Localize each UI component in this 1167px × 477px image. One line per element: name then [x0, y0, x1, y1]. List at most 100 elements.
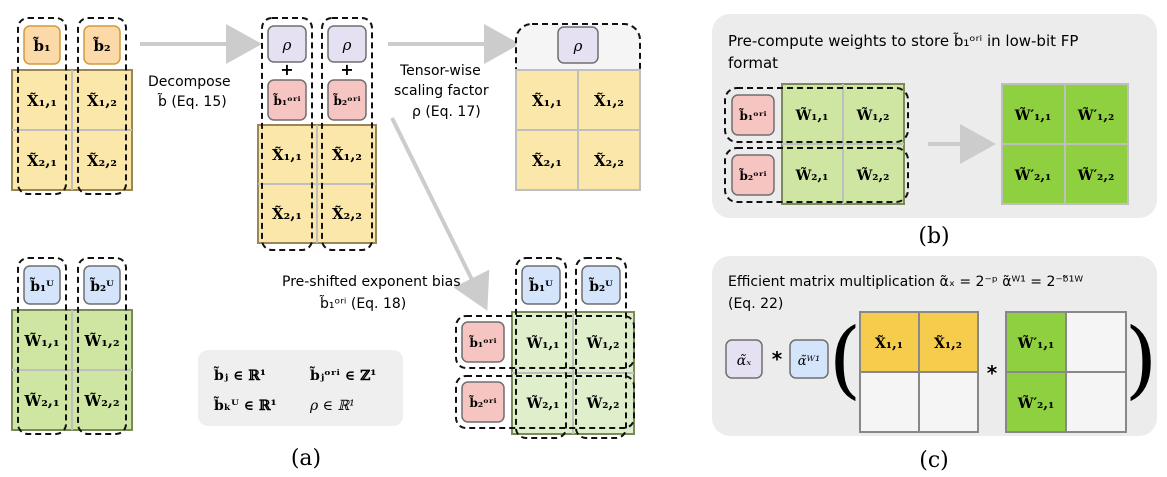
dashed-column-group [17, 17, 67, 195]
alpha-x-label: α̃ₓ [737, 353, 751, 369]
b2-token [83, 25, 121, 65]
tensorwise-text: Tensor-wise [399, 63, 481, 79]
x-matrix-middle: ρ ρ + + b̃₁ᵒʳⁱ b̃₂ᵒʳⁱ X̃₁,₁ X̃₁,₂ X̃₂,₁ … [257, 17, 377, 251]
bw2-label: b̃₂ᵂ [589, 275, 613, 295]
bori1-label: b̃₁ᵒʳⁱ [272, 92, 300, 108]
x12-label: X̃₁,₂ [332, 146, 362, 164]
rho-label: ρ [282, 36, 292, 54]
legend-row1-col1: b̃ⱼ ∈ ℝ¹ [214, 364, 266, 384]
dashed-column-group [515, 257, 567, 439]
w21-label: W̃₂,₁ [795, 166, 829, 184]
panel-b-title-line1: Pre-compute weights to store b̃₁ᵒʳⁱ in l… [728, 31, 1078, 50]
decompose-text: Decompose [148, 74, 231, 90]
x12-label: X̃₁,₂ [934, 334, 962, 352]
bw2-token [581, 265, 621, 305]
x11-label: X̃₁,₁ [532, 92, 562, 110]
wp22-label: W̃′₂,₂ [1077, 166, 1115, 184]
preshift-eq-text: b̃₁ᵒʳⁱ (Eq. 18) [319, 295, 406, 312]
dashed-column-group [261, 17, 313, 251]
x11-label: X̃₁,₁ [272, 146, 302, 164]
rho-label: ρ [573, 37, 583, 55]
w22-label: W̃₂,₂ [856, 166, 890, 184]
rho-token [557, 26, 599, 64]
scaling-eq-text: ρ (Eq. 17) [412, 104, 481, 120]
panel-b-title-line2: format [728, 54, 778, 72]
dashed-column-group [77, 17, 127, 195]
w21-label: W̃₂,₁ [23, 392, 59, 410]
x-matrix-left: b̃₁ b̃₂ X̃₁,₁ X̃₁,₂ X̃₂,₁ X̃₂,₂ [11, 17, 133, 195]
dashed-row-group [724, 147, 909, 203]
panel-c-title-line2: (Eq. 22) [728, 296, 783, 312]
w12-label: W̃₁,₂ [856, 106, 890, 124]
w-prime-matrix-c: W̃′₁,₁ W̃′₂,₁ [1005, 311, 1127, 433]
legend-row1-col2: b̃ⱼᵒʳⁱ ∈ ℤ¹ [310, 364, 377, 384]
x21-label: X̃₂,₁ [272, 205, 302, 223]
x21-label: X̃₂,₁ [27, 152, 57, 170]
bori2-token [731, 154, 775, 196]
plus-sign: + [280, 60, 293, 79]
multiply-star: * [772, 347, 783, 371]
dashed-column-group [321, 17, 373, 251]
preshift-text: Pre-shifted exponent bias [282, 274, 461, 290]
bori2-label: b̃₂ᵒʳⁱ [332, 92, 360, 108]
left-paren: ( [829, 310, 862, 408]
w-matrix-preshifted: b̃₁ᵂ b̃₂ᵂ b̃₁ᵒʳⁱ b̃₂ᵒʳⁱ W̃₁,₁ W̃₁,₂ W̃₂,… [455, 257, 635, 439]
bori2-label: b̃₂ᵒʳⁱ [468, 394, 496, 410]
wp21-label: W̃′₂,₁ [1017, 394, 1055, 412]
legend-row2-col1: b̃ₖᵂ ∈ ℝ¹ [214, 394, 277, 414]
bori1-label: b̃₁ᵒʳⁱ [738, 107, 766, 123]
w-matrix-left: b̃₁ᵂ b̃₂ᵂ W̃₁,₁ W̃₁,₂ W̃₂,₁ W̃₂,₂ [11, 257, 133, 435]
bori2-token [327, 79, 367, 121]
dashed-column-group [77, 257, 127, 435]
bori1-token [461, 321, 505, 363]
b2-label: b̃₂ [93, 35, 111, 55]
x-matrix-right: ρ X̃₁,₁ X̃₁,₂ X̃₂,₁ X̃₂,₂ [515, 23, 641, 191]
preshift-arrow [390, 117, 490, 311]
bw1-label: b̃₁ᵂ [529, 275, 553, 295]
bw1-token [521, 265, 561, 305]
caption-c: (c) [919, 448, 949, 473]
panel-a: b̃₁ b̃₂ X̃₁,₁ X̃₁,₂ X̃₂,₁ X̃₂,₂ Decompos… [11, 17, 641, 471]
w22-label: W̃₂,₂ [586, 394, 620, 412]
panel-b: Pre-compute weights to store b̃₁ᵒʳⁱ in l… [712, 14, 1157, 249]
legend-bg [198, 350, 403, 426]
bw1-token [23, 265, 61, 305]
type-legend: b̃ⱼ ∈ ℝ¹ b̃ⱼᵒʳⁱ ∈ ℤ¹ b̃ₖᵂ ∈ ℝ¹ ρ ∈ ℝ¹ [198, 350, 403, 426]
w22-label: W̃₂,₂ [83, 392, 119, 410]
x21-label: X̃₂,₁ [532, 152, 562, 170]
x12-label: X̃₁,₂ [594, 92, 624, 110]
w12-label: W̃₁,₂ [586, 334, 620, 352]
wp21-label: W̃′₂,₁ [1014, 166, 1052, 184]
dashed-column-group [17, 257, 67, 435]
bori2-token [461, 381, 505, 423]
x11-label: X̃₁,₁ [875, 334, 903, 352]
alpha-w-token [789, 339, 829, 379]
decompose-eq-text: b̃ (Eq. 15) [157, 93, 226, 110]
dashed-row-group [455, 315, 635, 369]
alpha-w-label: α̃ᵂ¹ [798, 354, 820, 369]
caption-b: (b) [918, 224, 949, 249]
bw2-token [83, 265, 121, 305]
b1-label: b̃₁ [33, 35, 51, 55]
rho-token [327, 25, 367, 63]
dashed-row-group [455, 375, 635, 429]
dashed-row-group [724, 87, 909, 143]
x22-label: X̃₂,₂ [332, 205, 362, 223]
bori1-token [267, 79, 307, 121]
legend-row2-col2: ρ ∈ ℝ¹ [309, 398, 355, 414]
alpha-x-token [725, 339, 763, 379]
w11-label: W̃₁,₁ [526, 334, 560, 352]
right-paren: ) [1125, 310, 1158, 408]
x22-label: X̃₂,₂ [594, 152, 624, 170]
bw1-label: b̃₁ᵂ [30, 275, 54, 295]
scaling-text: scaling factor [394, 83, 489, 99]
plus-sign: + [340, 60, 353, 79]
w11-label: W̃₁,₁ [23, 332, 59, 350]
multiply-star: * [987, 361, 998, 385]
x12-label: X̃₁,₂ [87, 92, 117, 110]
panel-c-title-line1: Efficient matrix multiplication α̃ₓ = 2⁻… [728, 274, 1083, 290]
panel-c: Efficient matrix multiplication α̃ₓ = 2⁻… [712, 256, 1157, 473]
rho-label: ρ [342, 36, 352, 54]
x22-label: X̃₂,₂ [87, 152, 117, 170]
